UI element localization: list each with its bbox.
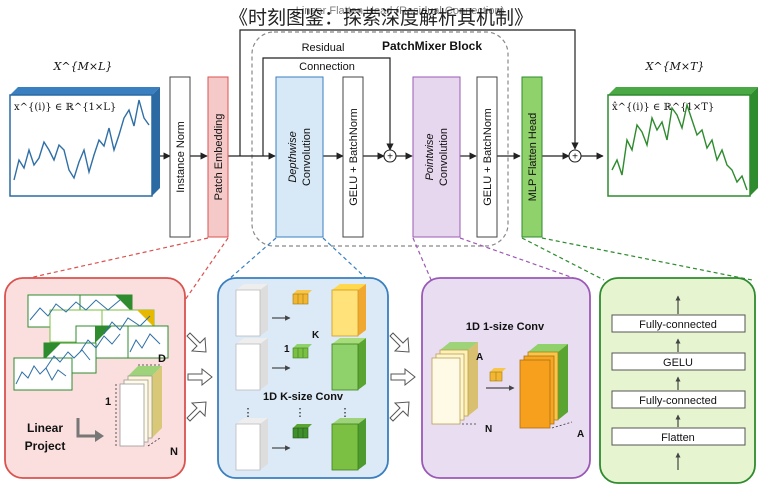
watermark-text: Linear Flatten Head (Residual Connection… xyxy=(296,5,505,17)
output-series-line xyxy=(611,102,748,191)
residual-label-line2: Connection xyxy=(299,61,355,73)
mlp-layer-flatten: Flatten xyxy=(611,427,746,446)
mlp-flatten-head-module: MLP Flatten Head xyxy=(521,76,543,238)
dim-a-top-label: A xyxy=(476,352,483,363)
svg-text:+: + xyxy=(572,152,578,163)
mlp-layer-fully-connected-1: Fully-connected xyxy=(611,390,746,409)
input-series-box: x^{(i)} ∈ ℝ^{1×L} xyxy=(9,87,160,197)
k-size-conv-panel: K 1 ⋮ ⋮ ⋮ 1D K-size Conv xyxy=(217,277,389,479)
skip-connection-line xyxy=(239,29,579,156)
add-node-output: + xyxy=(568,149,582,163)
svg-text:Fully-connected: Fully-connected xyxy=(639,395,717,407)
residual-label-line1: Residual xyxy=(302,42,345,54)
svg-text:GELU + BatchNorm: GELU + BatchNorm xyxy=(482,108,494,206)
svg-text:Instance Norm: Instance Norm xyxy=(175,121,187,193)
dim-k-label: K xyxy=(312,330,320,341)
svg-text:Patch Embedding: Patch Embedding xyxy=(213,114,225,201)
instance-norm-module: Instance Norm xyxy=(169,76,191,238)
svg-text:GELU + BatchNorm: GELU + BatchNorm xyxy=(348,108,360,206)
block-title: PatchMixer Block xyxy=(382,39,482,53)
depthwise-conv-module: Depthwise Convolution xyxy=(275,76,324,238)
svg-text:GELU: GELU xyxy=(663,357,693,369)
svg-text:Depthwise: Depthwise xyxy=(287,131,299,182)
output-series-label: x̂^{(i)} ∈ ℝ^{1×T} xyxy=(612,102,714,113)
svg-text:Pointwise: Pointwise xyxy=(424,133,436,180)
dim-one-label: 1 xyxy=(105,396,111,408)
svg-text:Fully-connected: Fully-connected xyxy=(639,319,717,331)
add-node-block: + xyxy=(383,149,397,163)
linear-project-panel: D 1 N Linear Project xyxy=(4,277,186,479)
svg-text:+: + xyxy=(387,152,393,163)
one-conv-output-stack xyxy=(519,344,568,429)
gelu-batchnorm-1-module: GELU + BatchNorm xyxy=(342,76,364,238)
one-size-conv-panel: 1D 1-size Conv A N A xyxy=(421,277,591,479)
k-conv-row-2 xyxy=(235,338,366,391)
pointwise-conv-module: Pointwise Convolution xyxy=(412,76,461,238)
input-series-label: x^{(i)} ∈ ℝ^{1×L} xyxy=(14,102,116,113)
dim-a-bottom-label: A xyxy=(577,429,584,440)
input-series-line xyxy=(13,99,150,181)
input-matrix-label: X^{M×L} xyxy=(53,60,113,73)
mlp-head-panel: Flatten Fully-connected GELU Fully-conne… xyxy=(599,277,756,484)
panel-transition-arrows-2 xyxy=(389,332,416,422)
svg-text:MLP Flatten Head: MLP Flatten Head xyxy=(527,113,539,201)
residual-connection: Residual Connection xyxy=(262,42,394,156)
svg-text:Flatten: Flatten xyxy=(661,432,695,444)
dots-right: ⋮ xyxy=(340,407,351,419)
dim-d-label: D xyxy=(158,353,166,365)
one-conv-title: 1D 1-size Conv xyxy=(466,321,545,333)
mlp-layer-fully-connected-2: Fully-connected xyxy=(611,314,746,333)
patch-embedding-module: Patch Embedding xyxy=(207,76,229,238)
svg-text:Convolution: Convolution xyxy=(301,128,313,186)
embedding-stack xyxy=(115,364,162,447)
one-conv-kernel xyxy=(489,368,506,382)
output-series-box: x̂^{(i)} ∈ ℝ^{1×T} xyxy=(607,87,758,197)
dim-one-k-label: 1 xyxy=(284,344,290,355)
dim-n-one-label: N xyxy=(485,424,492,435)
dots-left: ⋮ xyxy=(243,407,254,419)
linear-project-title-line2: Project xyxy=(25,439,66,453)
patchmixer-block-outline xyxy=(251,31,509,247)
k-conv-title: 1D K-size Conv xyxy=(263,391,344,403)
svg-text:Convolution: Convolution xyxy=(438,128,450,186)
page-title: 《时刻图鉴：探索深度解析其机制》 xyxy=(229,7,533,29)
output-matrix-label: X^{M×T} xyxy=(645,60,705,73)
k-conv-row-1 xyxy=(235,284,366,337)
one-conv-input-stack xyxy=(431,342,478,425)
panel-transition-arrows-1 xyxy=(186,332,213,422)
linear-project-title-line1: Linear xyxy=(27,421,63,435)
dots-middle: ⋮ xyxy=(295,407,306,419)
project-arrow xyxy=(76,418,95,438)
patch-sheets xyxy=(13,294,169,391)
gelu-batchnorm-2-module: GELU + BatchNorm xyxy=(476,76,498,238)
k-conv-row-3 xyxy=(235,418,366,471)
dim-n-label: N xyxy=(170,446,178,458)
detail-connectors xyxy=(19,237,753,301)
mlp-layer-gelu: GELU xyxy=(611,352,746,371)
